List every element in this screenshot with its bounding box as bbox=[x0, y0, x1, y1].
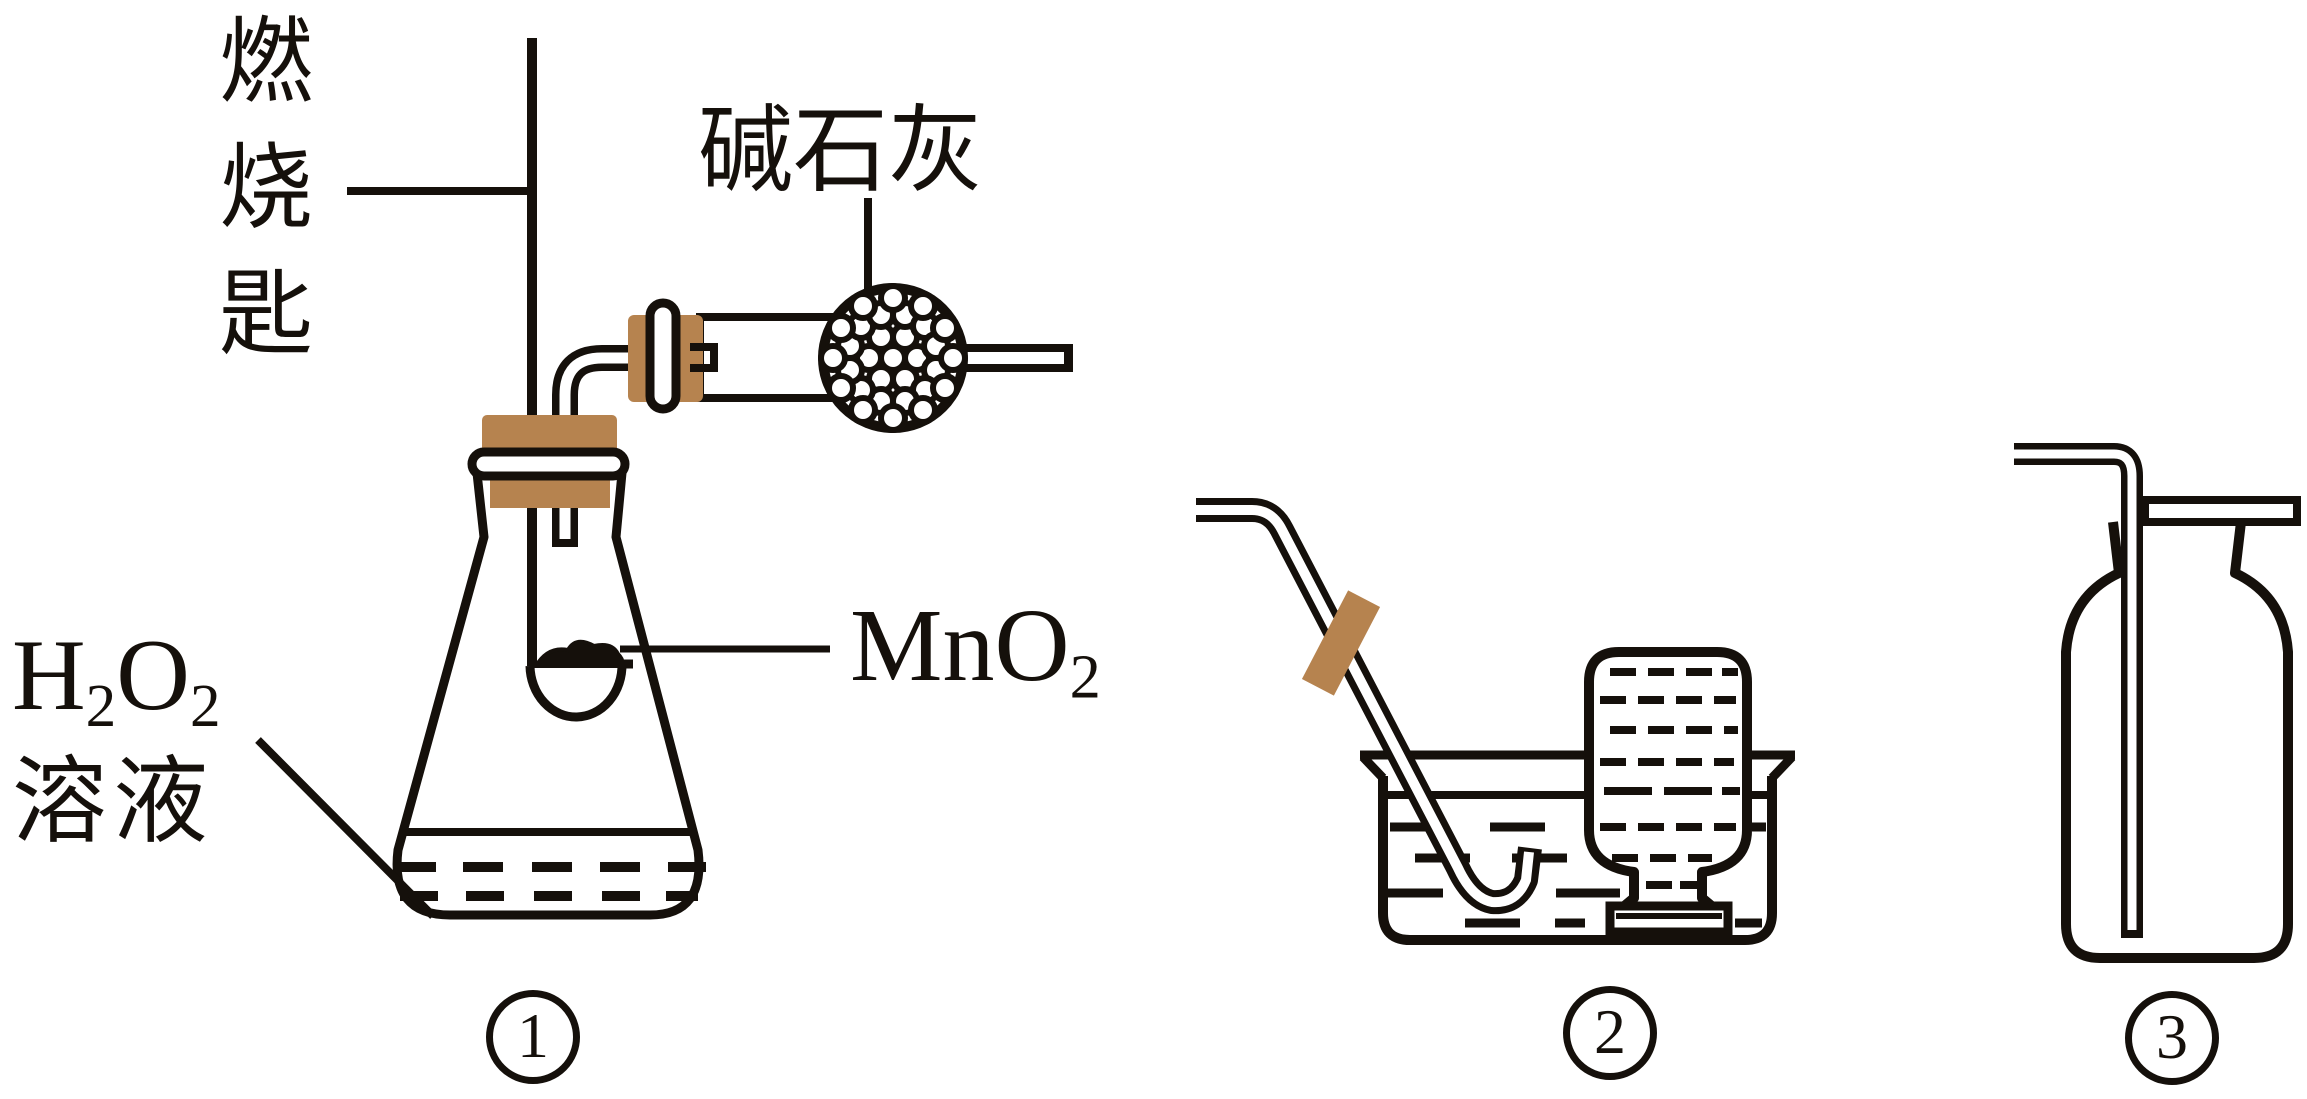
drying-tube bbox=[628, 198, 1073, 433]
apparatus-number-3: 3 bbox=[2125, 991, 2219, 1085]
solution-word: 溶液 bbox=[12, 749, 215, 855]
trough-delivery-tube-bore bbox=[1188, 505, 1534, 908]
soda-lime-granules bbox=[818, 283, 968, 433]
trough-rim-flare-left bbox=[1359, 753, 1387, 782]
apparatus-number-1: 1 bbox=[486, 990, 580, 1084]
combustion-spoon-label: 燃 烧 匙 bbox=[216, 0, 316, 378]
apparatus-gas-generator bbox=[255, 38, 1073, 920]
h2o2-solution-label: H2O2 溶液 bbox=[12, 622, 221, 856]
soda-lime-label: 碱石灰 bbox=[698, 98, 984, 204]
delivery-tube-bore bbox=[559, 352, 652, 539]
gas-collection-bottle bbox=[2061, 521, 2293, 963]
drying-tube-body bbox=[696, 313, 844, 402]
mno2-label: MnO2 bbox=[850, 588, 1101, 712]
combustion-spoon-char: 燃 bbox=[218, 11, 313, 115]
bottle-water-dashes bbox=[1600, 668, 1740, 889]
collection-bottle-inverted bbox=[1584, 647, 1752, 913]
apparatus-air-collection bbox=[2006, 443, 2301, 963]
liquid-dashes bbox=[396, 862, 706, 901]
mno2-powder bbox=[532, 639, 625, 668]
drying-tube-lip bbox=[645, 298, 681, 414]
flask-neck-lip bbox=[467, 447, 630, 481]
h2o2-leader-line bbox=[255, 737, 436, 919]
drying-tube-inner-tip bbox=[690, 343, 718, 372]
flask-stopper-top bbox=[482, 415, 617, 456]
combustion-spoon-char: 烧 bbox=[218, 137, 313, 241]
apparatus-number-2: 2 bbox=[1563, 986, 1657, 1080]
combustion-spoon-cup bbox=[525, 659, 633, 722]
combustion-spoon-char: 匙 bbox=[218, 263, 313, 367]
glass-cover-plate bbox=[2141, 496, 2301, 526]
bottle-delivery-tube-bore bbox=[2006, 449, 2137, 930]
trough-rim-flare-right bbox=[1768, 753, 1796, 782]
h2o2-formula: H2O2 bbox=[12, 619, 221, 741]
rubber-connector-sleeve bbox=[1301, 590, 1381, 696]
apparatus-water-collection bbox=[1188, 498, 1796, 945]
erlenmeyer-flask bbox=[392, 468, 704, 920]
